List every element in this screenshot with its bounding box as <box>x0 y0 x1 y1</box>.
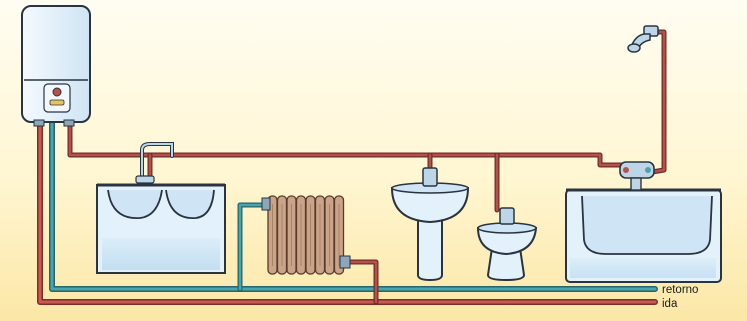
supply-pipe-label: ida <box>662 298 678 310</box>
radiator <box>262 196 350 274</box>
return-pipe-label: retorno <box>662 284 698 296</box>
radiator-fins <box>268 196 344 274</box>
water-heater <box>22 6 90 126</box>
bidet-tap-icon <box>500 208 514 224</box>
heater-control-knob-icon <box>53 88 61 96</box>
washbasin-tap-icon <box>423 168 437 186</box>
